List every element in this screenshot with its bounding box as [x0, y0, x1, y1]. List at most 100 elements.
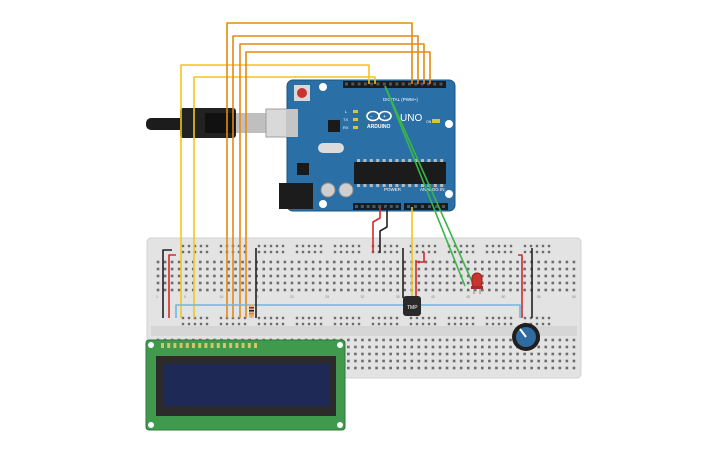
breadboard-hole: [311, 267, 315, 271]
breadboard-rail-hole: [415, 316, 419, 320]
breadboard-hole: [241, 274, 244, 278]
breadboard-column-label: 1: [156, 295, 158, 299]
breadboard-rail-hole: [535, 322, 539, 326]
breadboard-hole: [375, 288, 378, 292]
breadboard-hole: [368, 345, 371, 349]
breadboard-hole: [431, 345, 435, 349]
breadboard-rail-hole: [231, 322, 235, 326]
breadboard-hole: [269, 260, 273, 264]
breadboard-rail-hole: [415, 322, 419, 326]
mounting-hole-icon: [445, 120, 453, 128]
breadboard-hole: [170, 274, 174, 278]
breadboard-rail-hole: [509, 316, 513, 320]
breadboard-hole: [495, 260, 498, 264]
breadboard-hole: [403, 366, 407, 370]
breadboard-hole: [544, 267, 548, 271]
breadboard-hole: [523, 366, 526, 370]
breadboard-hole: [495, 288, 498, 292]
breadboard-hole: [537, 267, 540, 271]
breadboard-hole: [481, 267, 484, 271]
breadboard-rail-hole: [357, 316, 361, 320]
breadboard-hole: [473, 366, 477, 370]
breadboard-hole: [199, 281, 202, 285]
breadboard-rail-hole: [409, 250, 413, 254]
breadboard-hole: [269, 288, 273, 292]
breadboard-hole: [509, 366, 512, 370]
breadboard-hole: [325, 274, 329, 278]
breadboard-hole: [410, 366, 414, 370]
breadboard-hole: [523, 274, 526, 278]
breadboard-hole: [452, 359, 456, 363]
breadboard-hole: [389, 345, 392, 349]
breadboard-hole: [156, 260, 160, 264]
breadboard-rail-hole: [389, 250, 393, 254]
breadboard-hole: [431, 267, 435, 271]
led-label-l: L: [345, 109, 348, 114]
breadboard-rail-hole: [503, 250, 507, 254]
breadboard-hole: [509, 281, 512, 285]
breadboard-hole: [488, 352, 491, 356]
breadboard-hole: [311, 288, 315, 292]
breadboard-hole: [389, 260, 392, 264]
breadboard-hole: [354, 359, 357, 363]
breadboard-hole: [382, 281, 385, 285]
breadboard-hole: [565, 260, 569, 264]
lcd-pin: [216, 343, 220, 348]
breadboard-hole: [177, 288, 181, 292]
breadboard-column-label: 50: [501, 295, 505, 299]
breadboard-column-label: 45: [466, 295, 470, 299]
breadboard-hole: [382, 352, 385, 356]
breadboard-rail-hole: [465, 316, 469, 320]
header-pin: [389, 82, 393, 86]
breadboard-hole: [354, 288, 357, 292]
breadboard-hole: [290, 260, 294, 264]
breadboard-hole: [382, 366, 385, 370]
breadboard-hole: [424, 288, 428, 292]
breadboard-hole: [347, 267, 350, 271]
breadboard-hole: [516, 288, 519, 292]
led-indicator-l: [353, 110, 358, 113]
breadboard-rail-hole: [509, 322, 513, 326]
chip-leg: [363, 159, 367, 162]
breadboard-hole: [558, 359, 562, 363]
breadboard-hole: [502, 345, 505, 349]
breadboard-hole: [431, 338, 435, 342]
breadboard-hole: [417, 288, 421, 292]
breadboard-hole: [509, 359, 512, 363]
header-pin: [370, 82, 374, 86]
breadboard-hole: [396, 260, 399, 264]
chip-leg: [433, 184, 437, 187]
breadboard-rail-hole: [547, 250, 551, 254]
breadboard-hole: [509, 288, 512, 292]
breadboard-hole: [565, 345, 569, 349]
breadboard-rail-hole: [421, 244, 425, 248]
breadboard-hole: [234, 260, 237, 264]
breadboard-hole: [389, 366, 392, 370]
wire-black-rail: [162, 249, 172, 318]
breadboard-hole: [495, 345, 498, 349]
wire-orange: [245, 51, 431, 318]
breadboard-rail-hole: [237, 316, 241, 320]
breadboard-rail-hole: [383, 316, 387, 320]
potentiometer[interactable]: [512, 323, 540, 351]
breadboard-rail-hole: [319, 244, 323, 248]
breadboard-hole: [516, 274, 519, 278]
led-indicator-tx: [353, 118, 358, 121]
chip-leg: [433, 159, 437, 162]
header-pin: [351, 82, 355, 86]
breadboard-hole: [537, 288, 540, 292]
breadboard-hole: [417, 267, 421, 271]
breadboard-hole: [544, 281, 548, 285]
mounting-hole-icon: [319, 200, 327, 208]
breadboard-hole: [410, 359, 414, 363]
breadboard-rail-hole: [523, 316, 527, 320]
breadboard-hole: [283, 274, 287, 278]
breadboard-hole: [262, 260, 266, 264]
breadboard-hole: [495, 359, 498, 363]
breadboard-rail-hole: [427, 316, 431, 320]
breadboard-rail-hole: [529, 250, 533, 254]
header-pin: [439, 82, 443, 86]
breadboard-hole: [424, 352, 428, 356]
breadboard-hole: [544, 352, 548, 356]
breadboard-rail-hole: [205, 250, 209, 254]
